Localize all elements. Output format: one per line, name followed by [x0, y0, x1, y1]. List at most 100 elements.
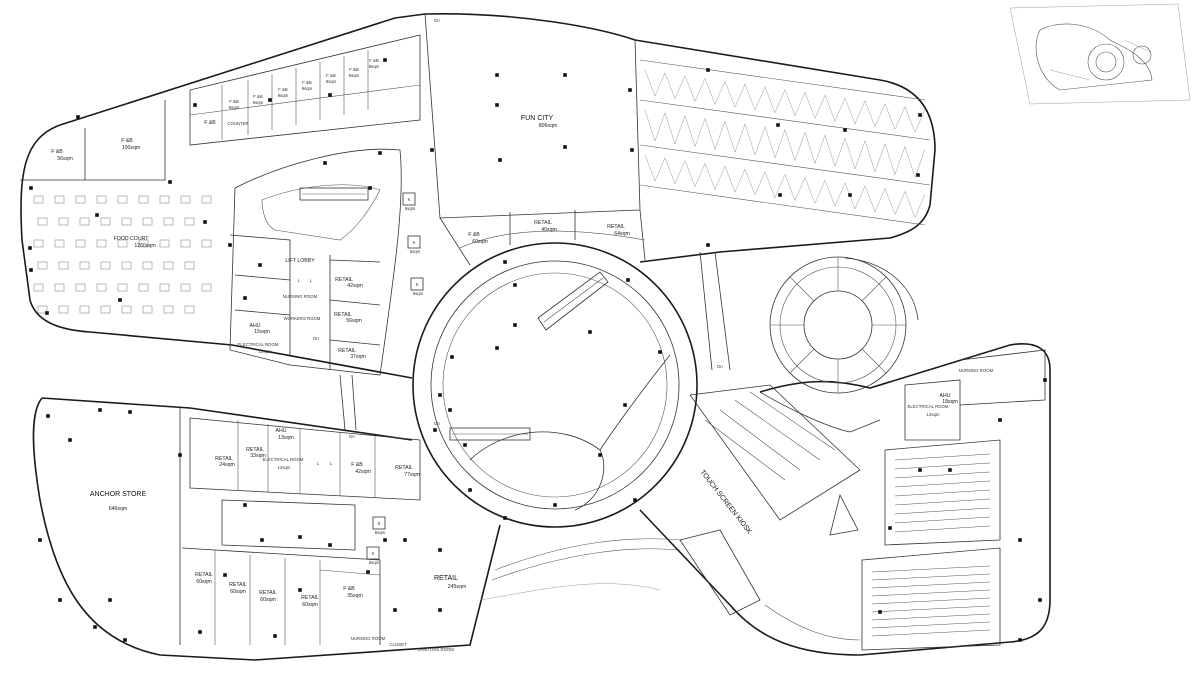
ahu-15-label: AHU	[250, 323, 261, 329]
food-court-table	[58, 261, 69, 270]
stair-down-marker: Dn	[434, 421, 440, 426]
kiosk-box	[407, 235, 421, 249]
kiosk-area: 6sqm	[375, 530, 386, 535]
kiosk-label: K	[416, 282, 419, 287]
column-marker	[463, 443, 467, 447]
lift-marker: L	[330, 461, 333, 466]
retail-60-area: 60sqm	[302, 602, 318, 608]
fb-60-area: 60sqm	[472, 239, 488, 245]
column-marker	[368, 186, 372, 190]
retail-64-area: 64sqm	[614, 231, 630, 237]
food-court-table	[100, 261, 111, 270]
kiosk-box	[372, 516, 386, 530]
touch-screen-kiosk-label: TOUCH SCREEN KIOSK	[698, 469, 752, 536]
ahu-18-area: 18sqm	[942, 399, 958, 405]
column-marker	[108, 598, 112, 602]
column-marker	[563, 73, 567, 77]
retail-60-label: RETAIL	[229, 582, 247, 588]
electrical-10-area: 10sqm	[259, 349, 272, 354]
anchor-store-label: ANCHOR STORE	[90, 491, 147, 498]
food-court-table	[58, 305, 69, 314]
column-marker	[383, 538, 387, 542]
fb-56-area: 56sqm	[57, 156, 73, 162]
column-marker	[123, 638, 127, 642]
column-marker	[76, 115, 80, 119]
column-marker	[438, 548, 442, 552]
fb-35-label: F &B	[343, 586, 355, 592]
food-court-table	[33, 283, 44, 292]
food-court-table	[54, 239, 65, 248]
column-marker	[243, 296, 247, 300]
food-court-table	[138, 283, 149, 292]
column-marker	[633, 498, 637, 502]
cinema-wing	[679, 349, 1046, 651]
kiosk-area: 6sqm	[413, 291, 424, 296]
escalator-south	[449, 427, 531, 441]
food-court-seating	[33, 195, 212, 314]
column-marker	[323, 161, 327, 165]
column-marker	[1043, 378, 1047, 382]
food-court-table	[201, 283, 212, 292]
column-marker	[495, 73, 499, 77]
column-marker	[918, 468, 922, 472]
food-court-table	[58, 217, 69, 226]
food-court-table	[96, 283, 107, 292]
retail-60-area: 60sqm	[230, 589, 246, 595]
fb-9-area: 9sqm	[302, 86, 313, 91]
column-marker	[68, 438, 72, 442]
lift-lobby-label: LIFT LOBBY	[285, 258, 315, 264]
parking-deck	[639, 59, 931, 226]
electrical-12-label: ELECTRICAL ROOM	[263, 457, 304, 462]
food-court-table	[163, 261, 174, 270]
column-marker	[776, 123, 780, 127]
column-marker	[563, 145, 567, 149]
column-marker	[198, 630, 202, 634]
column-marker	[38, 538, 42, 542]
column-marker	[498, 158, 502, 162]
kiosk-label: K	[372, 551, 375, 556]
fb-35-area: 35sqm	[347, 593, 363, 599]
column-marker	[1018, 538, 1022, 542]
column-marker	[843, 128, 847, 132]
stair-down-marker: Dn	[313, 336, 319, 341]
retail-24-area: 24sqm	[219, 462, 235, 468]
column-marker	[128, 410, 132, 414]
column-marker	[46, 414, 50, 418]
column-marker	[503, 260, 507, 264]
food-court-area: 1260sqm	[134, 243, 155, 249]
food-court-table	[138, 195, 149, 204]
nw-wing-interior	[20, 34, 421, 376]
food-court-label: FOOD COURT	[114, 236, 150, 242]
retail-60-label: RETAIL	[301, 595, 319, 601]
column-marker	[243, 503, 247, 507]
column-marker	[918, 113, 922, 117]
column-marker	[403, 538, 407, 542]
retail-56-area: 56sqm	[346, 318, 362, 324]
food-court-table	[96, 239, 107, 248]
column-marker	[438, 608, 442, 612]
fb-100-label: F &B	[121, 138, 133, 144]
column-marker	[513, 283, 517, 287]
kiosk-box	[410, 277, 424, 291]
retail-60-label: RETAIL	[195, 572, 213, 578]
column-marker	[29, 186, 33, 190]
column-marker	[273, 634, 277, 638]
escalator-west	[299, 187, 369, 201]
food-court-table	[54, 195, 65, 204]
outer-walls	[20, 13, 1051, 661]
column-marker	[916, 173, 920, 177]
column-marker	[29, 268, 33, 272]
lift-marker: L	[310, 278, 313, 283]
connector-bridges	[339, 251, 731, 431]
food-court-table	[37, 305, 48, 314]
kiosk-area: 6sqm	[369, 560, 380, 565]
column-marker	[228, 243, 232, 247]
electrical-13-label: ELECTRICAL ROOM	[908, 404, 949, 409]
fb-56-label: F &B	[51, 149, 63, 155]
retail-37-area: 37sqm	[350, 354, 366, 360]
retail-40-label: RETAIL	[534, 220, 552, 226]
food-court-table	[121, 305, 132, 314]
